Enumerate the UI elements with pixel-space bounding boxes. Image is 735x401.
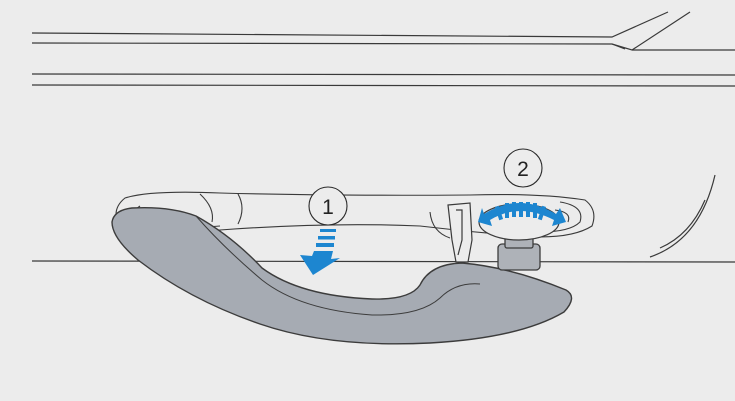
- step-2-badge: 2: [503, 148, 543, 188]
- hinge-bracket: [447, 202, 473, 263]
- step-1-badge: 1: [308, 186, 348, 226]
- step-1-number: 1: [322, 196, 334, 219]
- down-arrow-icon: [300, 229, 340, 275]
- step-2-number: 2: [517, 158, 529, 181]
- roof-trim-lines: [31, 11, 735, 87]
- rotate-arrow-icon: [478, 202, 566, 226]
